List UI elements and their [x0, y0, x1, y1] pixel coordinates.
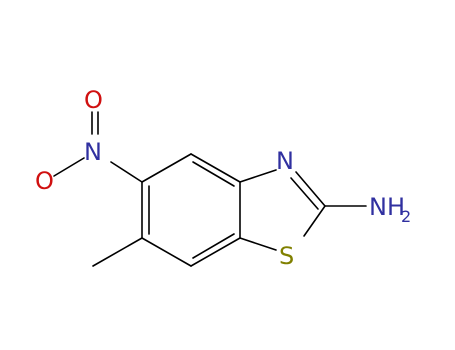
bond-methyl	[92, 237, 143, 267]
bond-c3-c4-inner	[192, 233, 235, 259]
bond-s-c3	[239, 237, 277, 251]
amine-nitrogen-label: NH	[369, 193, 405, 221]
bond-c-amine-s	[303, 205, 326, 237]
bond-ring-n-c-amine	[295, 171, 326, 207]
amine-hydrogen-count: 2	[401, 207, 411, 226]
bond-c1-c2-inner	[192, 161, 235, 187]
nitro-nitrogen-label: N	[84, 138, 102, 166]
bond-lines	[53, 111, 367, 267]
nitro-oxygen-left-label: O	[35, 167, 54, 195]
bond-c4-c5	[141, 237, 192, 267]
bond-c6-c1	[141, 153, 192, 183]
ring-nitrogen-label: N	[276, 147, 294, 175]
ring-sulfur-label: S	[279, 242, 294, 270]
bond-c6-nitro-n	[110, 161, 143, 183]
bond-c1-c2	[190, 153, 241, 183]
bond-c2-ring-n	[239, 169, 277, 183]
bond-c3-c4	[190, 237, 241, 267]
bond-nitro-n-o-left	[53, 157, 85, 177]
nitro-oxygen-top-label: O	[84, 86, 103, 114]
bond-ring-n-c-amine-double	[290, 177, 319, 210]
